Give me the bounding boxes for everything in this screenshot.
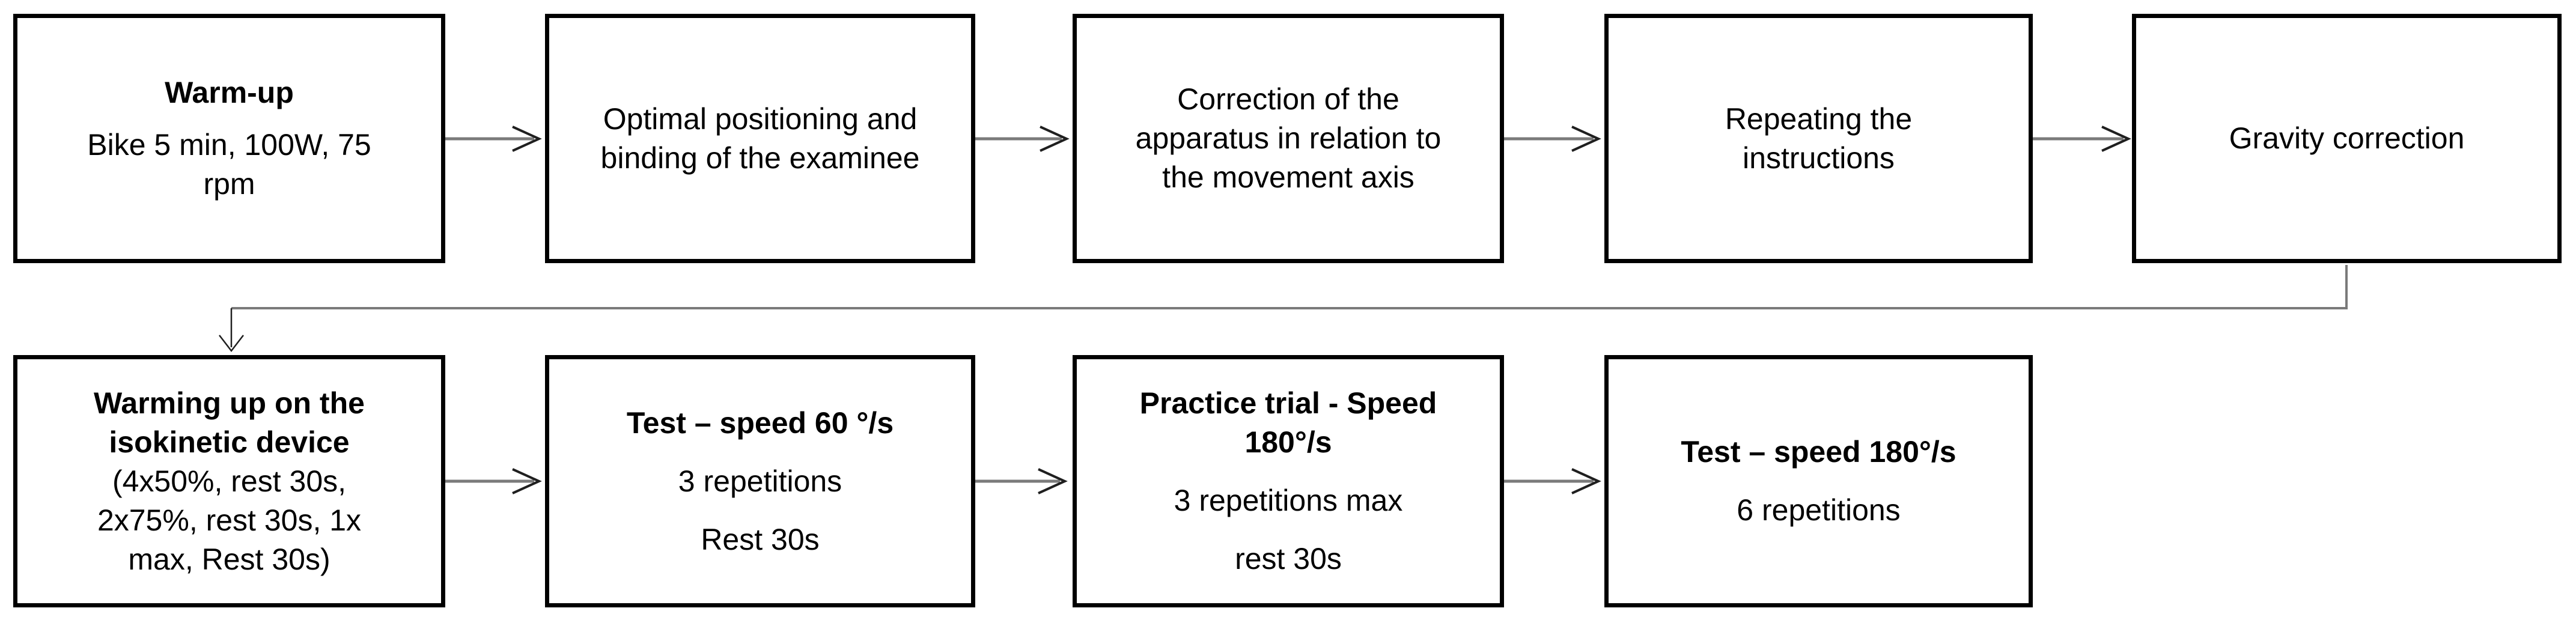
text-line: isokinetic device [109, 425, 350, 459]
text-line: Practice trial - Speed [1139, 386, 1437, 420]
box-title: Test – speed 60 °/s [627, 404, 894, 443]
text-line: the movement axis [1162, 160, 1414, 194]
flow-box-repeating-instructions: Repeating the instructions [1604, 14, 2033, 263]
box-title: Practice trial - Speed 180°/s [1140, 384, 1437, 462]
box-body-repetitions: 3 repetitions [678, 462, 842, 501]
text-line: Gravity correction [2229, 121, 2465, 155]
box-title: Test – speed 180°/s [1681, 433, 1956, 472]
text-line: Optimal positioning and [603, 102, 918, 136]
flow-box-warm-up: Warm-up Bike 5 min, 100W, 75 rpm [13, 14, 445, 263]
box-body-rest: Rest 30s [701, 520, 819, 559]
flow-box-isokinetic-warmup: Warming up on the isokinetic device (4x5… [13, 355, 445, 607]
box-body-rest: rest 30s [1235, 539, 1342, 579]
arrow-head-warmup-to-positioning [512, 126, 542, 152]
arrow-head-isokinetic-to-test60 [512, 468, 542, 494]
text-line: binding of the examinee [600, 141, 920, 175]
text-line: 180°/s [1244, 425, 1332, 459]
elbow-connector-gravity-to-isokinetic [231, 265, 2348, 309]
box-body: Gravity correction [2229, 119, 2465, 158]
box-body-repetitions: 3 repetitions max [1174, 481, 1403, 520]
text-line: 6 repetitions [1737, 493, 1901, 527]
box-body: Optimal positioning and binding of the e… [601, 100, 920, 178]
box-title: Warm-up [165, 73, 294, 112]
text-line: Repeating the [1725, 102, 1913, 136]
flow-box-gravity-correction: Gravity correction [2132, 14, 2562, 263]
text-line: (4x50%, rest 30s, [112, 464, 347, 498]
text-line: Bike 5 min, 100W, 75 [87, 128, 371, 162]
text-line: 3 repetitions [678, 464, 842, 498]
text-line: max, Rest 30s) [128, 542, 330, 576]
arrow-head-down-isokinetic [219, 335, 244, 353]
text-line: 3 repetitions max [1174, 484, 1403, 517]
box-body: Correction of the apparatus in relation … [1136, 80, 1442, 197]
text-line: 2x75%, rest 30s, 1x [97, 503, 362, 537]
text-line: Test – speed 180°/s [1681, 435, 1956, 469]
text-line: Rest 30s [701, 522, 820, 556]
flow-box-apparatus-correction: Correction of the apparatus in relation … [1073, 14, 1504, 263]
arrow-head-positioning-to-correction [1040, 126, 1070, 152]
text-line: instructions [1743, 141, 1895, 175]
text-line: Test – speed 60 °/s [626, 406, 894, 440]
flow-box-positioning: Optimal positioning and binding of the e… [545, 14, 975, 263]
arrow-head-correction-to-repeating [1571, 126, 1601, 152]
arrow-head-practice-to-test180 [1571, 468, 1601, 494]
box-title: Warming up on the isokinetic device [94, 384, 365, 462]
box-body: Bike 5 min, 100W, 75 rpm [87, 126, 371, 204]
text-line: rpm [203, 167, 255, 201]
text-line: rest 30s [1235, 542, 1342, 576]
text-line: Warm-up [165, 76, 294, 109]
text-line: apparatus in relation to [1135, 121, 1442, 155]
arrow-head-repeating-to-gravity [2101, 126, 2131, 152]
text-line: Correction of the [1177, 82, 1399, 116]
box-body-repetitions: 6 repetitions [1737, 491, 1900, 530]
box-body: (4x50%, rest 30s, 2x75%, rest 30s, 1x ma… [97, 462, 361, 579]
text-line: Warming up on the [94, 386, 365, 420]
box-body: Repeating the instructions [1725, 100, 1912, 178]
flow-box-test-60: Test – speed 60 °/s 3 repetitions Rest 3… [545, 355, 975, 607]
arrow-head-test60-to-practice [1038, 468, 1068, 494]
flow-box-practice-trial-180: Practice trial - Speed 180°/s 3 repetiti… [1073, 355, 1504, 607]
flow-box-test-180: Test – speed 180°/s 6 repetitions [1604, 355, 2033, 607]
